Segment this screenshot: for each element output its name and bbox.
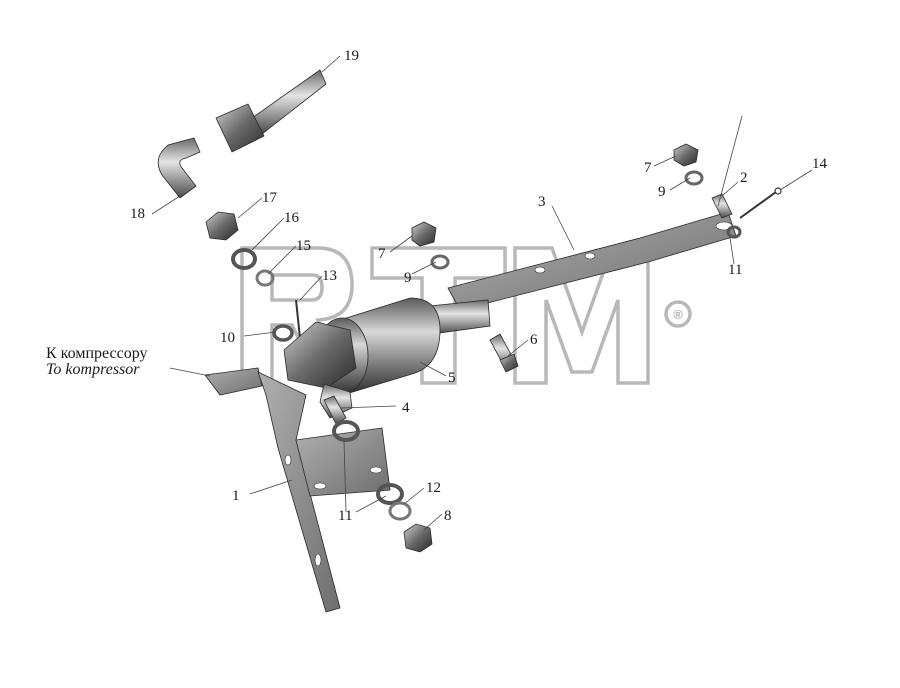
label-8: 8 — [444, 508, 452, 524]
part-6-bolt — [489, 333, 519, 373]
part-5-pneumatic-cylinder — [283, 297, 491, 419]
callout-compressor-en: To kompressor — [46, 361, 140, 378]
part-15-washer — [255, 269, 275, 287]
label-5: 5 — [448, 370, 456, 386]
label-18: 18 — [130, 206, 145, 222]
label-11-lower: 11 — [338, 508, 352, 524]
part-12-washer-1 — [376, 483, 404, 505]
registered-mark-circle — [664, 300, 692, 328]
label-7-center: 7 — [378, 246, 386, 262]
label-16: 16 — [284, 210, 300, 226]
label-15: 15 — [296, 238, 311, 254]
label-14: 14 — [812, 156, 828, 172]
part-1-bracket — [204, 367, 391, 613]
label-19: 19 — [344, 48, 359, 64]
part-11-washer-lower — [332, 420, 360, 442]
part-11-washer-right — [726, 225, 742, 239]
part-12-washer-2 — [388, 501, 412, 521]
label-6: 6 — [530, 332, 538, 348]
callout-compressor-ru: К компрессору — [46, 345, 148, 362]
label-4: 4 — [402, 400, 410, 416]
leader-lines — [151, 55, 813, 531]
registered-mark: ® — [673, 307, 683, 322]
part-labels: 1 2 3 4 5 6 7 7 8 9 9 10 11 11 12 13 14 … — [130, 48, 828, 524]
label-7-right: 7 — [644, 160, 652, 176]
label-2: 2 — [740, 170, 748, 186]
part-9-washer-right — [684, 170, 704, 186]
part-13-cotter-pin — [295, 299, 301, 339]
label-13: 13 — [322, 268, 337, 284]
label-1: 1 — [232, 488, 240, 504]
watermark-letter-t — [370, 246, 507, 385]
label-11-right: 11 — [728, 262, 742, 278]
label-12: 12 — [426, 480, 441, 496]
part-8-nut — [403, 523, 433, 553]
part-4-bolt — [323, 395, 347, 425]
part-7-nut-right — [673, 143, 699, 167]
label-3: 3 — [538, 194, 546, 210]
label-9-center: 9 — [404, 270, 412, 286]
part-19-tube-fitting — [215, 69, 327, 153]
label-17: 17 — [262, 190, 278, 206]
compressor-callout: К компрессору To kompressor — [46, 345, 148, 378]
part-18-elbow — [157, 137, 201, 199]
part-2-pin — [711, 193, 733, 219]
part-10-washer — [272, 324, 294, 342]
part-14-cotter-pin — [739, 187, 782, 219]
part-16-washer — [231, 248, 257, 270]
part-3-lever-arm — [447, 211, 737, 311]
label-10: 10 — [220, 330, 235, 346]
part-7-nut-center — [411, 221, 437, 247]
part-9-washer-center — [430, 254, 450, 270]
part-17-nut — [205, 211, 239, 241]
label-9-right: 9 — [658, 184, 666, 200]
